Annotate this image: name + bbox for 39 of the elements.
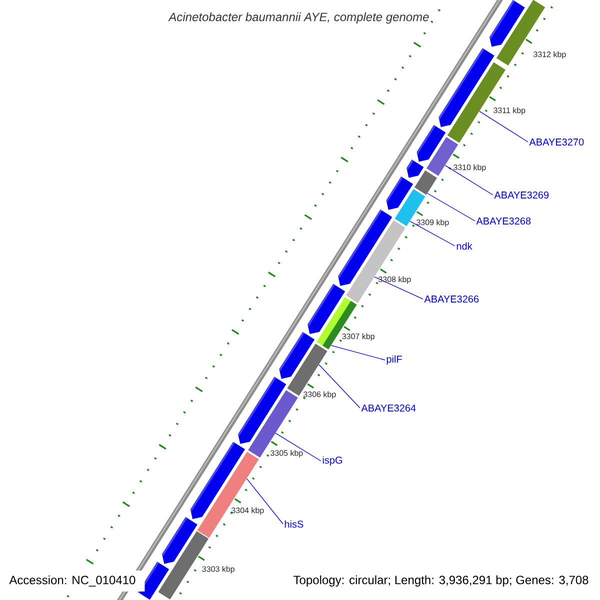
leader-line [427,193,476,222]
leader-line [479,110,528,142]
tick-label: 3309 kbp [416,219,449,227]
accession-label: Accession: NC_010410 [0,570,145,592]
tick-label: 3310 kbp [454,164,486,172]
leader-line [374,276,424,300]
gene-label: pilF [386,355,402,365]
leader-line [318,364,360,408]
genome-info-text: Topology: circular; Length: 3,936,291 bp; Genes: 3,708 [294,575,588,587]
gene-block [386,176,414,210]
tick-label: 3312 kbp [534,51,566,59]
gene-block [308,284,346,334]
tick-label: 3304 kbp [232,507,264,515]
leader-line [444,165,494,196]
tick-label: 3306 kbp [304,391,336,399]
leader-line [409,220,456,246]
gene-block [238,376,286,444]
gene-block [279,332,315,379]
tick-label: 3305 kbp [270,450,303,458]
tick-label: 3311 kbp [494,107,526,115]
gene-block [490,0,525,47]
leader-line [275,432,322,462]
gene-block [416,125,446,162]
gene-label: ndk [456,242,472,250]
gene-block [406,160,424,178]
gene-label: ABAYE3270 [529,138,584,146]
gene-label: ABAYE3269 [494,191,549,199]
gene-label: ABAYE3264 [361,404,416,412]
gene-block [438,48,494,128]
gene-block [162,517,198,564]
tick-label: 3308 kbp [378,276,411,284]
title: Acinetobacter baumannii AYE, complete genome [168,12,429,24]
gene-label: ABAYE3268 [476,217,531,225]
tick-label: 3307 kbp [342,333,374,341]
gene-label: hisS [284,520,304,528]
gene-label: ispG [322,456,342,466]
gene-feature [414,170,438,195]
tick-label: 3303 kbp [202,566,234,574]
gene-label: ABAYE3266 [424,295,479,303]
